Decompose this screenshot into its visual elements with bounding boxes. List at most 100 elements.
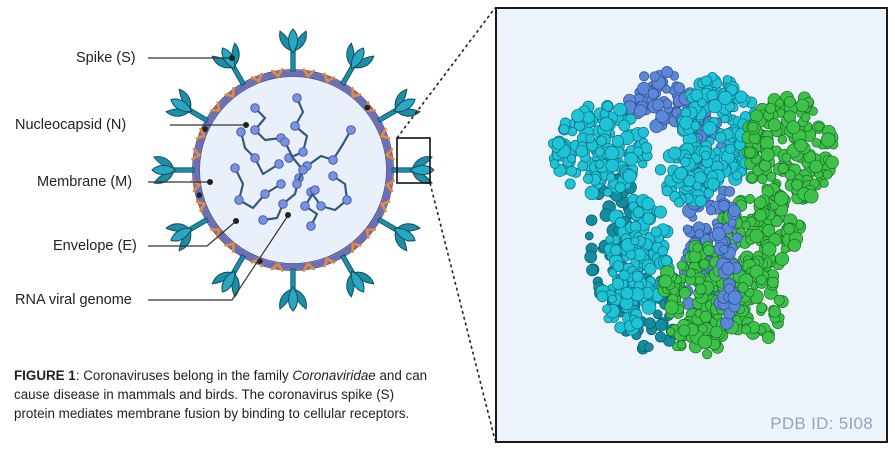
protein-atom bbox=[584, 185, 600, 201]
protein-atom bbox=[577, 160, 589, 172]
protein-atom bbox=[682, 224, 693, 234]
protein-atom bbox=[811, 137, 822, 148]
nucleocapsid-protein bbox=[250, 103, 260, 113]
protein-atom bbox=[766, 171, 777, 182]
leader-rna bbox=[148, 216, 288, 301]
protein-atom bbox=[618, 269, 630, 281]
protein-atom bbox=[567, 154, 577, 163]
label-envelope: Envelope (E) bbox=[53, 238, 137, 254]
protein-atom bbox=[761, 331, 775, 345]
protein-atom bbox=[584, 250, 598, 264]
protein-atom bbox=[777, 134, 788, 145]
protein-atom bbox=[614, 217, 627, 229]
rna-strand bbox=[303, 189, 319, 227]
protein-atom bbox=[727, 290, 742, 305]
protein-atom bbox=[814, 122, 824, 132]
spike-protein bbox=[279, 268, 307, 312]
protein-atom bbox=[567, 126, 578, 137]
protein-atom bbox=[620, 286, 634, 300]
protein-atom bbox=[611, 135, 624, 148]
protein-atom bbox=[605, 158, 620, 173]
protein-atom bbox=[666, 327, 676, 337]
protein-atom bbox=[747, 121, 759, 133]
protein-atom bbox=[634, 104, 647, 118]
nucleocapsid-protein bbox=[276, 179, 286, 189]
protein-atom bbox=[594, 146, 605, 157]
nucleocapsid-protein bbox=[250, 153, 260, 163]
protein-atom bbox=[582, 173, 594, 184]
zoom-line-top bbox=[396, 7, 496, 139]
protein-atom bbox=[767, 276, 779, 289]
protein-atom bbox=[686, 268, 696, 278]
protein-atom bbox=[773, 294, 785, 306]
protein-atom bbox=[732, 170, 742, 181]
protein-atom bbox=[819, 178, 829, 188]
protein-atom bbox=[668, 146, 682, 160]
protein-atom bbox=[652, 309, 663, 320]
label-spike: Spike (S) bbox=[76, 50, 136, 66]
protein-atom bbox=[762, 223, 776, 237]
protein-atom bbox=[710, 325, 723, 339]
protein-atom bbox=[607, 294, 617, 304]
protein-atom bbox=[584, 231, 594, 241]
protein-atom bbox=[690, 120, 701, 131]
nucleocapsid-protein bbox=[234, 195, 244, 205]
protein-atom bbox=[719, 244, 729, 254]
protein-atom bbox=[614, 182, 626, 193]
rna-strand bbox=[284, 141, 305, 185]
protein-atom bbox=[706, 205, 716, 216]
protein-atom bbox=[654, 164, 667, 176]
protein-atom bbox=[637, 126, 649, 138]
protein-atom bbox=[614, 321, 627, 334]
protein-atom bbox=[605, 235, 614, 245]
protein-atom bbox=[750, 109, 763, 123]
protein-atom bbox=[639, 71, 650, 82]
protein-atom bbox=[732, 232, 743, 243]
protein-atom bbox=[654, 331, 667, 343]
protein-atom bbox=[700, 75, 712, 87]
protein-atom bbox=[642, 212, 655, 225]
nucleocapsid-protein bbox=[292, 179, 302, 189]
nucleocapsid-protein bbox=[328, 171, 338, 181]
pdb-id-label: PDB ID: 5I08 bbox=[770, 414, 873, 433]
protein-atom bbox=[676, 260, 687, 271]
protein-atom bbox=[678, 324, 691, 337]
protein-atom bbox=[756, 302, 768, 314]
protein-atom bbox=[804, 188, 819, 204]
virion-interior bbox=[196, 73, 390, 267]
protein-atom bbox=[618, 119, 631, 132]
protein-atom bbox=[624, 152, 639, 166]
protein-atom bbox=[677, 340, 687, 350]
nucleocapsid-protein bbox=[274, 159, 284, 169]
nucleocapsid-protein bbox=[280, 137, 290, 147]
spike-protein-structure bbox=[547, 66, 839, 360]
protein-atom bbox=[644, 262, 657, 276]
protein-atom bbox=[775, 98, 785, 108]
protein-atom bbox=[758, 159, 772, 172]
protein-atom bbox=[596, 135, 607, 147]
nucleocapsid-protein bbox=[250, 125, 260, 135]
protein-atom bbox=[760, 147, 775, 162]
protein-atom bbox=[678, 287, 691, 299]
protein-atom bbox=[641, 197, 655, 211]
protein-atom bbox=[725, 143, 736, 154]
protein-atom bbox=[558, 123, 570, 135]
protein-atom bbox=[582, 111, 595, 124]
protein-atom bbox=[692, 242, 703, 253]
protein-atom bbox=[773, 191, 789, 206]
protein-atom bbox=[613, 102, 627, 117]
protein-atom bbox=[571, 109, 585, 123]
protein-atom bbox=[801, 112, 811, 123]
virion bbox=[151, 28, 435, 312]
protein-atom bbox=[655, 109, 669, 123]
protein-atom bbox=[661, 185, 673, 197]
protein-atom bbox=[740, 324, 752, 335]
protein-atom bbox=[690, 88, 704, 102]
protein-atom bbox=[706, 177, 720, 191]
protein-atom bbox=[718, 200, 730, 212]
caption-family-name: Coronaviridae bbox=[292, 368, 376, 383]
leader-envelope bbox=[148, 221, 236, 247]
protein-atom bbox=[784, 95, 796, 108]
nucleocapsid-protein bbox=[306, 221, 316, 231]
protein-atom bbox=[694, 228, 705, 239]
